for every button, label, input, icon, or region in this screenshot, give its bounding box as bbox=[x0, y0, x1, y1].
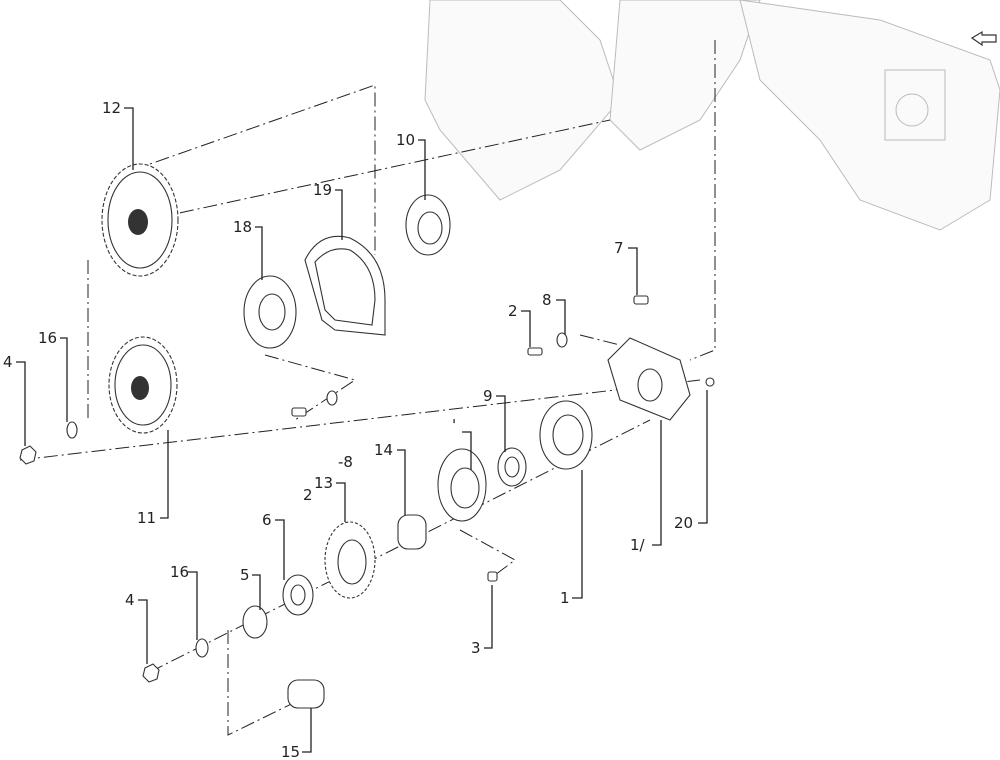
snap-ring-5 bbox=[242, 605, 268, 639]
washer-16b bbox=[195, 638, 209, 658]
bushing-15 bbox=[287, 679, 325, 709]
nut-4a bbox=[19, 445, 37, 465]
plate-18 bbox=[243, 275, 297, 349]
callout-10: 10 bbox=[396, 131, 415, 149]
callout-18: 18 bbox=[233, 218, 252, 236]
callout-17: 1/ bbox=[630, 536, 646, 554]
sprocket-13 bbox=[324, 521, 376, 599]
flange-7 bbox=[437, 448, 487, 522]
callout-6: 6 bbox=[262, 511, 272, 529]
sprocket-11 bbox=[108, 336, 178, 434]
callout-9: 9 bbox=[483, 387, 493, 405]
fitting-20 bbox=[705, 377, 715, 387]
callout-16: 16 bbox=[38, 329, 57, 347]
callout-12: 12 bbox=[102, 99, 121, 117]
callout-3: 3 bbox=[471, 639, 481, 657]
callout-1: 1 bbox=[560, 589, 570, 607]
bolt-2b bbox=[291, 407, 307, 417]
callout-2: 2 bbox=[508, 302, 518, 320]
return-arrow-icon[interactable] bbox=[970, 30, 997, 47]
seal-1 bbox=[539, 400, 593, 470]
callout-20: 20 bbox=[674, 514, 693, 532]
callout-5: 5 bbox=[240, 566, 250, 584]
callout-19: 19 bbox=[313, 181, 332, 199]
bolt-2a bbox=[527, 347, 543, 356]
callout-15: 15 bbox=[281, 743, 300, 760]
washer-16a bbox=[66, 421, 78, 439]
callout-16b: 16 bbox=[170, 563, 189, 581]
sprocket-12 bbox=[101, 163, 179, 277]
machine-frame bbox=[424, 0, 1000, 231]
plate-19 bbox=[304, 235, 386, 336]
bushing-14 bbox=[397, 514, 427, 550]
callouts: 12 10 19 18 16 4 11 7 8 2 9 ' 14 -8 13 2… bbox=[3, 99, 708, 760]
washer-8b bbox=[326, 390, 338, 406]
callout-2b: 2 bbox=[303, 486, 313, 504]
callout-7-truncated: ' bbox=[452, 416, 456, 434]
callout-13: 13 bbox=[314, 474, 333, 492]
callout-4: 4 bbox=[3, 353, 13, 371]
bearing-flange-10 bbox=[405, 194, 451, 256]
bearing-9 bbox=[497, 447, 527, 487]
callout-14: 14 bbox=[374, 441, 393, 459]
washer-8a bbox=[556, 332, 568, 348]
bolt-3 bbox=[487, 571, 498, 582]
parts bbox=[19, 163, 715, 709]
callout-4b: 4 bbox=[125, 591, 135, 609]
plate-17 bbox=[607, 337, 691, 421]
callout-8b: -8 bbox=[338, 453, 353, 471]
bolt-7 bbox=[633, 295, 649, 305]
callout-8: 8 bbox=[542, 291, 552, 309]
callout-11: 11 bbox=[137, 509, 156, 527]
bearing-6 bbox=[282, 574, 314, 616]
callout-7: 7 bbox=[614, 239, 624, 257]
nut-4b bbox=[142, 663, 160, 683]
